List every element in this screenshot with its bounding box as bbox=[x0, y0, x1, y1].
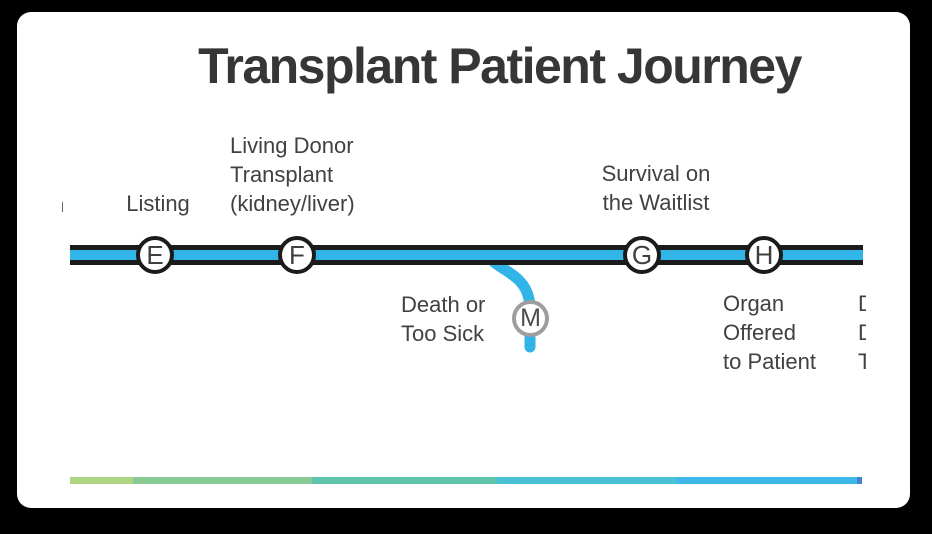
progress-bar bbox=[70, 477, 862, 484]
station-label-survival-on-waitlist: Survival on the Waitlist bbox=[574, 159, 738, 217]
station-letter: E bbox=[146, 239, 164, 270]
label-line: D bbox=[858, 320, 866, 345]
progress-bar-segment bbox=[312, 477, 497, 484]
station-letter: G bbox=[631, 239, 653, 270]
station-label-living-donor-transplant: Living Donor Transplant (kidney/liver) bbox=[230, 131, 355, 218]
label-line: n bbox=[62, 190, 64, 219]
label-line: Listing bbox=[126, 191, 190, 216]
station-h: H bbox=[745, 236, 783, 274]
progress-bar-segment bbox=[133, 477, 312, 484]
label-line: Organ bbox=[723, 291, 785, 316]
clipped-label-right: D D T bbox=[858, 289, 866, 377]
page-title: Transplant Patient Journey bbox=[198, 38, 802, 94]
station-letter: H bbox=[754, 239, 774, 270]
station-letter: M bbox=[520, 304, 541, 332]
progress-bar-segment bbox=[70, 477, 133, 484]
label-line: Living Donor bbox=[230, 133, 354, 158]
progress-bar-segment bbox=[497, 477, 677, 484]
station-label-listing: Listing bbox=[118, 189, 198, 218]
label-line: Death or bbox=[401, 292, 486, 317]
progress-bar-segment bbox=[677, 477, 857, 484]
label-line: to Patient bbox=[723, 349, 816, 374]
label-line: Survival on bbox=[601, 161, 711, 186]
label-line: (kidney/liver) bbox=[230, 191, 355, 216]
main-route-line bbox=[70, 245, 863, 265]
station-f: F bbox=[278, 236, 316, 274]
label-line: T bbox=[858, 349, 866, 374]
progress-bar-segment bbox=[857, 477, 862, 484]
station-g: G bbox=[623, 236, 661, 274]
infographic-card: Transplant Patient Journey E F G H M Lis… bbox=[17, 12, 910, 508]
station-letter: F bbox=[289, 239, 305, 270]
station-e: E bbox=[136, 236, 174, 274]
label-line: Transplant bbox=[230, 162, 334, 187]
label-line: the Waitlist bbox=[602, 190, 710, 215]
label-line: D bbox=[858, 291, 866, 316]
station-m: M bbox=[512, 300, 549, 337]
station-label-organ-offered: Organ Offered to Patient bbox=[723, 289, 816, 376]
station-label-death-or-too-sick: Death or Too Sick bbox=[401, 290, 485, 348]
label-line: Too Sick bbox=[401, 321, 485, 346]
label-line: Offered bbox=[723, 320, 796, 345]
clipped-label-left: n bbox=[62, 190, 73, 219]
